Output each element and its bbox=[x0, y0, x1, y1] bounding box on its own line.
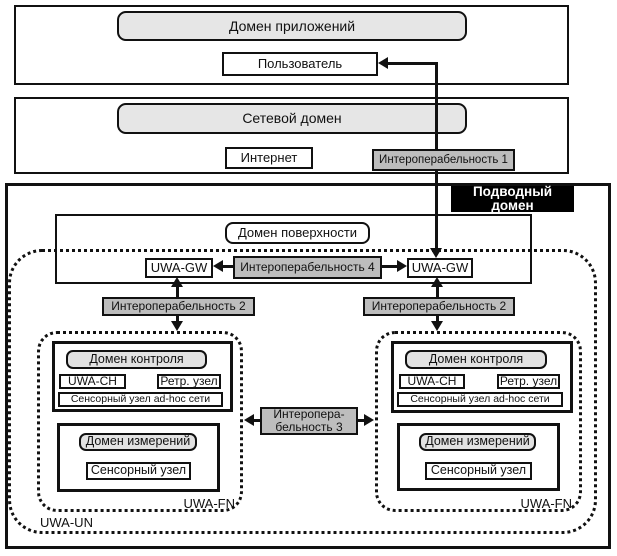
interop4-label: Интероперабельность 4 bbox=[240, 260, 375, 275]
relay-node-right-box: Ретр. узел bbox=[497, 374, 560, 389]
uwa-ch-left-box: UWA-CH bbox=[59, 374, 126, 389]
application-domain-frame bbox=[14, 5, 569, 85]
interop2-left-box: Интероперабельность 2 bbox=[102, 297, 255, 316]
uwa-fn-left-label: UWA-FN bbox=[183, 496, 235, 511]
sensor-node-right-label: Сенсорный узел bbox=[430, 463, 527, 478]
application-domain-header: Домен приложений bbox=[117, 11, 467, 41]
uwa-gw-right-box: UWA-GW bbox=[407, 258, 473, 278]
surface-domain-title: Домен поверхности bbox=[237, 225, 358, 241]
right-connector-arrow-down bbox=[431, 321, 443, 331]
measurement-domain-right-title: Домен измерений bbox=[425, 434, 530, 449]
user-connector-horizontal bbox=[386, 62, 437, 65]
control-domain-right-frame bbox=[391, 341, 573, 413]
network-domain-header: Сетевой домен bbox=[117, 103, 467, 134]
user-box: Пользователь bbox=[222, 52, 378, 76]
control-domain-left-header: Домен контроля bbox=[66, 350, 207, 369]
interop2-left-label: Интероперабельность 2 bbox=[111, 299, 246, 314]
interop4-right-line bbox=[381, 265, 398, 268]
interop4-box: Интероперабельность 4 bbox=[233, 256, 382, 279]
underwater-domain-header: Подводный домен bbox=[451, 183, 574, 213]
uwa-un-boundary bbox=[8, 249, 597, 534]
surface-domain-header: Домен поверхности bbox=[225, 222, 370, 244]
uwa-un-label: UWA-UN bbox=[40, 515, 93, 530]
right-connector-arrow-up bbox=[431, 277, 443, 287]
left-connector-arrow-up bbox=[171, 277, 183, 287]
interop2-right-box: Интероперабельность 2 bbox=[363, 297, 515, 316]
control-domain-left-frame bbox=[52, 341, 233, 412]
uwa-ch-right-box: UWA-CH bbox=[399, 374, 465, 389]
sensor-node-left-box: Сенсорный узел bbox=[86, 462, 191, 480]
network-domain-title: Сетевой домен bbox=[242, 110, 342, 127]
relay-node-right-label: Ретр. узел bbox=[499, 374, 558, 389]
uwa-fn-right-boundary bbox=[375, 331, 582, 512]
interop4-left-line bbox=[221, 265, 234, 268]
sensor-node-left-label: Сенсорный узел bbox=[90, 463, 187, 478]
uwa-ch-left-label: UWA-CH bbox=[68, 374, 117, 389]
measurement-domain-right-frame bbox=[397, 423, 560, 491]
arrowhead-into-right-gateway bbox=[430, 248, 442, 258]
uwa-ch-right-label: UWA-CH bbox=[407, 374, 457, 389]
arrowhead-into-right-gateway-side bbox=[397, 260, 407, 272]
interop3-label-line2: бельность 3 bbox=[275, 420, 343, 434]
measurement-domain-left-header: Домен измерений bbox=[79, 433, 197, 451]
interop3-right-line bbox=[356, 419, 366, 422]
relay-node-left-label: Ретр. узел bbox=[160, 374, 218, 389]
adhoc-sensor-left-label: Сенсорный узел ad-hoc сети bbox=[70, 393, 211, 405]
underwater-domain-title: Подводный домен bbox=[472, 183, 553, 213]
interop3-left-line bbox=[252, 419, 262, 422]
interop2-right-label: Интероперабельность 2 bbox=[371, 299, 507, 314]
interop3-label-line1: Интеропера- bbox=[273, 407, 345, 422]
left-connector-arrow-down bbox=[171, 321, 183, 331]
control-domain-left-title: Домен контроля bbox=[89, 351, 184, 366]
sensor-node-right-box: Сенсорный узел bbox=[425, 462, 532, 480]
uwa-fn-left-boundary bbox=[37, 331, 243, 512]
uwa-gw-right-label: UWA-GW bbox=[411, 260, 469, 276]
uwa-gw-left-box: UWA-GW bbox=[145, 258, 213, 278]
interop3-arrow-right bbox=[364, 414, 374, 426]
arrowhead-into-left-gateway bbox=[213, 260, 223, 272]
interop3-box: Интеропера- бельность 3 bbox=[260, 407, 358, 435]
measurement-domain-left-title: Домен измерений bbox=[85, 434, 191, 449]
control-domain-right-header: Домен контроля bbox=[405, 350, 547, 369]
interop1-label: Интероперабельность 1 bbox=[379, 153, 508, 166]
arrowhead-into-user bbox=[378, 57, 388, 69]
adhoc-sensor-right-box: Сенсорный узел ad-hoc сети bbox=[397, 392, 563, 407]
application-domain-title: Домен приложений bbox=[228, 17, 356, 34]
internet-box: Интернет bbox=[225, 147, 313, 169]
underwater-domain-frame bbox=[5, 183, 611, 549]
user-label: Пользователь bbox=[257, 56, 343, 72]
network-domain-frame bbox=[14, 97, 569, 174]
adhoc-sensor-right-label: Сенсорный узел ad-hoc сети bbox=[410, 393, 550, 405]
adhoc-sensor-left-box: Сенсорный узел ad-hoc сети bbox=[58, 392, 223, 407]
interop3-arrow-left bbox=[244, 414, 254, 426]
measurement-domain-right-header: Домен измерений bbox=[419, 433, 536, 451]
measurement-domain-left-frame bbox=[57, 423, 220, 492]
uwa-gw-left-label: UWA-GW bbox=[150, 260, 208, 276]
uwa-fn-right-label: UWA-FN bbox=[520, 496, 572, 511]
relay-node-left-box: Ретр. узел bbox=[157, 374, 221, 389]
interop1-box: Интероперабельность 1 bbox=[372, 149, 515, 171]
internet-label: Интернет bbox=[240, 150, 298, 166]
control-domain-right-title: Домен контроля bbox=[428, 351, 524, 366]
